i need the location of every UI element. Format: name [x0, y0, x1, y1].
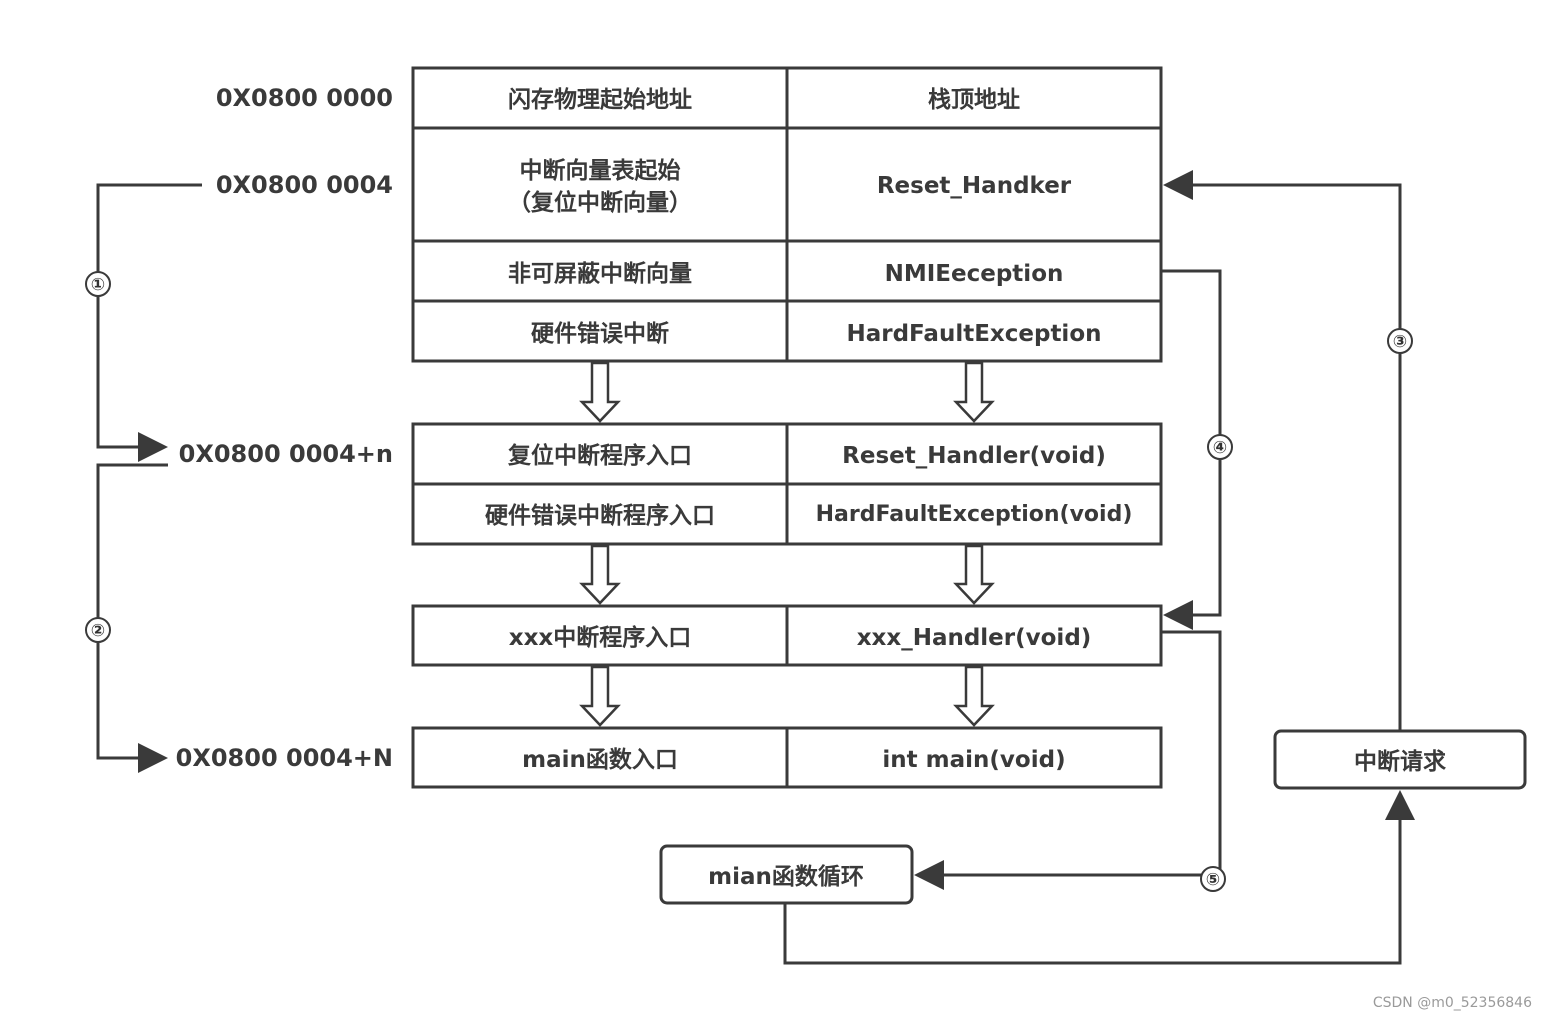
cell-vector-table-start: 中断向量表起始 — [520, 157, 681, 184]
step-marker-4-label: ④ — [1213, 438, 1227, 458]
hollow-arrow-right-3 — [953, 665, 995, 727]
address-label-0004-n: 0X0800 0004+n — [179, 440, 393, 468]
step-marker-1-label: ① — [91, 275, 105, 295]
step-marker-5: ⑤ — [1200, 866, 1226, 892]
hollow-arrows — [579, 361, 995, 727]
hollow-arrow-left-3 — [579, 665, 621, 727]
hollow-arrow-left-1 — [579, 361, 621, 423]
cell-nmi-exception: NMIEeception — [885, 261, 1064, 287]
cell-stack-top: 栈顶地址 — [928, 87, 1020, 113]
cell-int-main: int main(void) — [882, 747, 1065, 773]
hollow-arrow-left-2 — [579, 544, 621, 605]
cell-flash-start: 闪存物理起始地址 — [508, 86, 692, 113]
cell-hardfault-exception: HardFaultException — [846, 321, 1101, 347]
step-marker-5-label: ⑤ — [1206, 870, 1220, 890]
address-label-0004: 0X0800 0004 — [216, 171, 393, 199]
irq-request-box: 中断请求 — [1273, 729, 1527, 790]
xxx-table: xxx中断程序入口 xxx_Handler(void) — [411, 604, 1163, 667]
step-marker-3-label: ③ — [1393, 332, 1407, 352]
watermark: CSDN @m0_52356846 — [1372, 995, 1532, 1011]
left-flow-lines — [96, 183, 202, 773]
cell-xxx-handler: xxx_Handler(void) — [857, 625, 1092, 651]
flow-line-3 — [1163, 170, 1402, 730]
flow-line-1 — [96, 183, 202, 462]
cell-reset-vector-note: （复位中断向量） — [508, 189, 692, 216]
step-marker-3: ③ — [1387, 328, 1413, 354]
cell-main-entry: main函数入口 — [522, 747, 678, 773]
hollow-arrow-right-1 — [953, 361, 995, 423]
cell-nmi-vector: 非可屏蔽中断向量 — [508, 260, 692, 287]
main-table: main函数入口 int main(void) — [411, 726, 1163, 789]
entry-table: 复位中断程序入口 Reset_Handler(void) 硬件错误中断程序入口 … — [411, 422, 1163, 546]
step-marker-2-label: ② — [91, 621, 105, 641]
cell-hardfault-entry: 硬件错误中断程序入口 — [485, 502, 715, 529]
flow-line-loop — [783, 790, 1415, 965]
hollow-arrow-right-2 — [953, 544, 995, 605]
cell-hardfault-interrupt: 硬件错误中断 — [531, 320, 669, 347]
cell-reset-entry: 复位中断程序入口 — [507, 442, 692, 469]
main-loop-label: mian函数循环 — [708, 863, 864, 890]
step-marker-1: ① — [85, 271, 111, 297]
main-loop-box: mian函数循环 — [659, 844, 914, 905]
cell-reset-handler-void: Reset_Handler(void) — [842, 443, 1106, 469]
step-marker-4: ④ — [1207, 434, 1233, 460]
step-marker-2: ② — [85, 617, 111, 643]
irq-request-label: 中断请求 — [1354, 748, 1446, 775]
cell-xxx-entry: xxx中断程序入口 — [509, 624, 692, 651]
address-label-0004-N: 0X0800 0004+N — [176, 744, 393, 772]
cell-hardfault-exception-void: HardFaultException(void) — [816, 502, 1133, 527]
address-label-0000: 0X0800 0000 — [216, 84, 393, 112]
flow-line-5 — [914, 630, 1222, 890]
cell-reset-handker: Reset_Handker — [877, 173, 1072, 199]
flow-line-2 — [96, 463, 168, 773]
vector-table: 闪存物理起始地址 栈顶地址 中断向量表起始 （复位中断向量） Reset_Han… — [411, 66, 1163, 363]
